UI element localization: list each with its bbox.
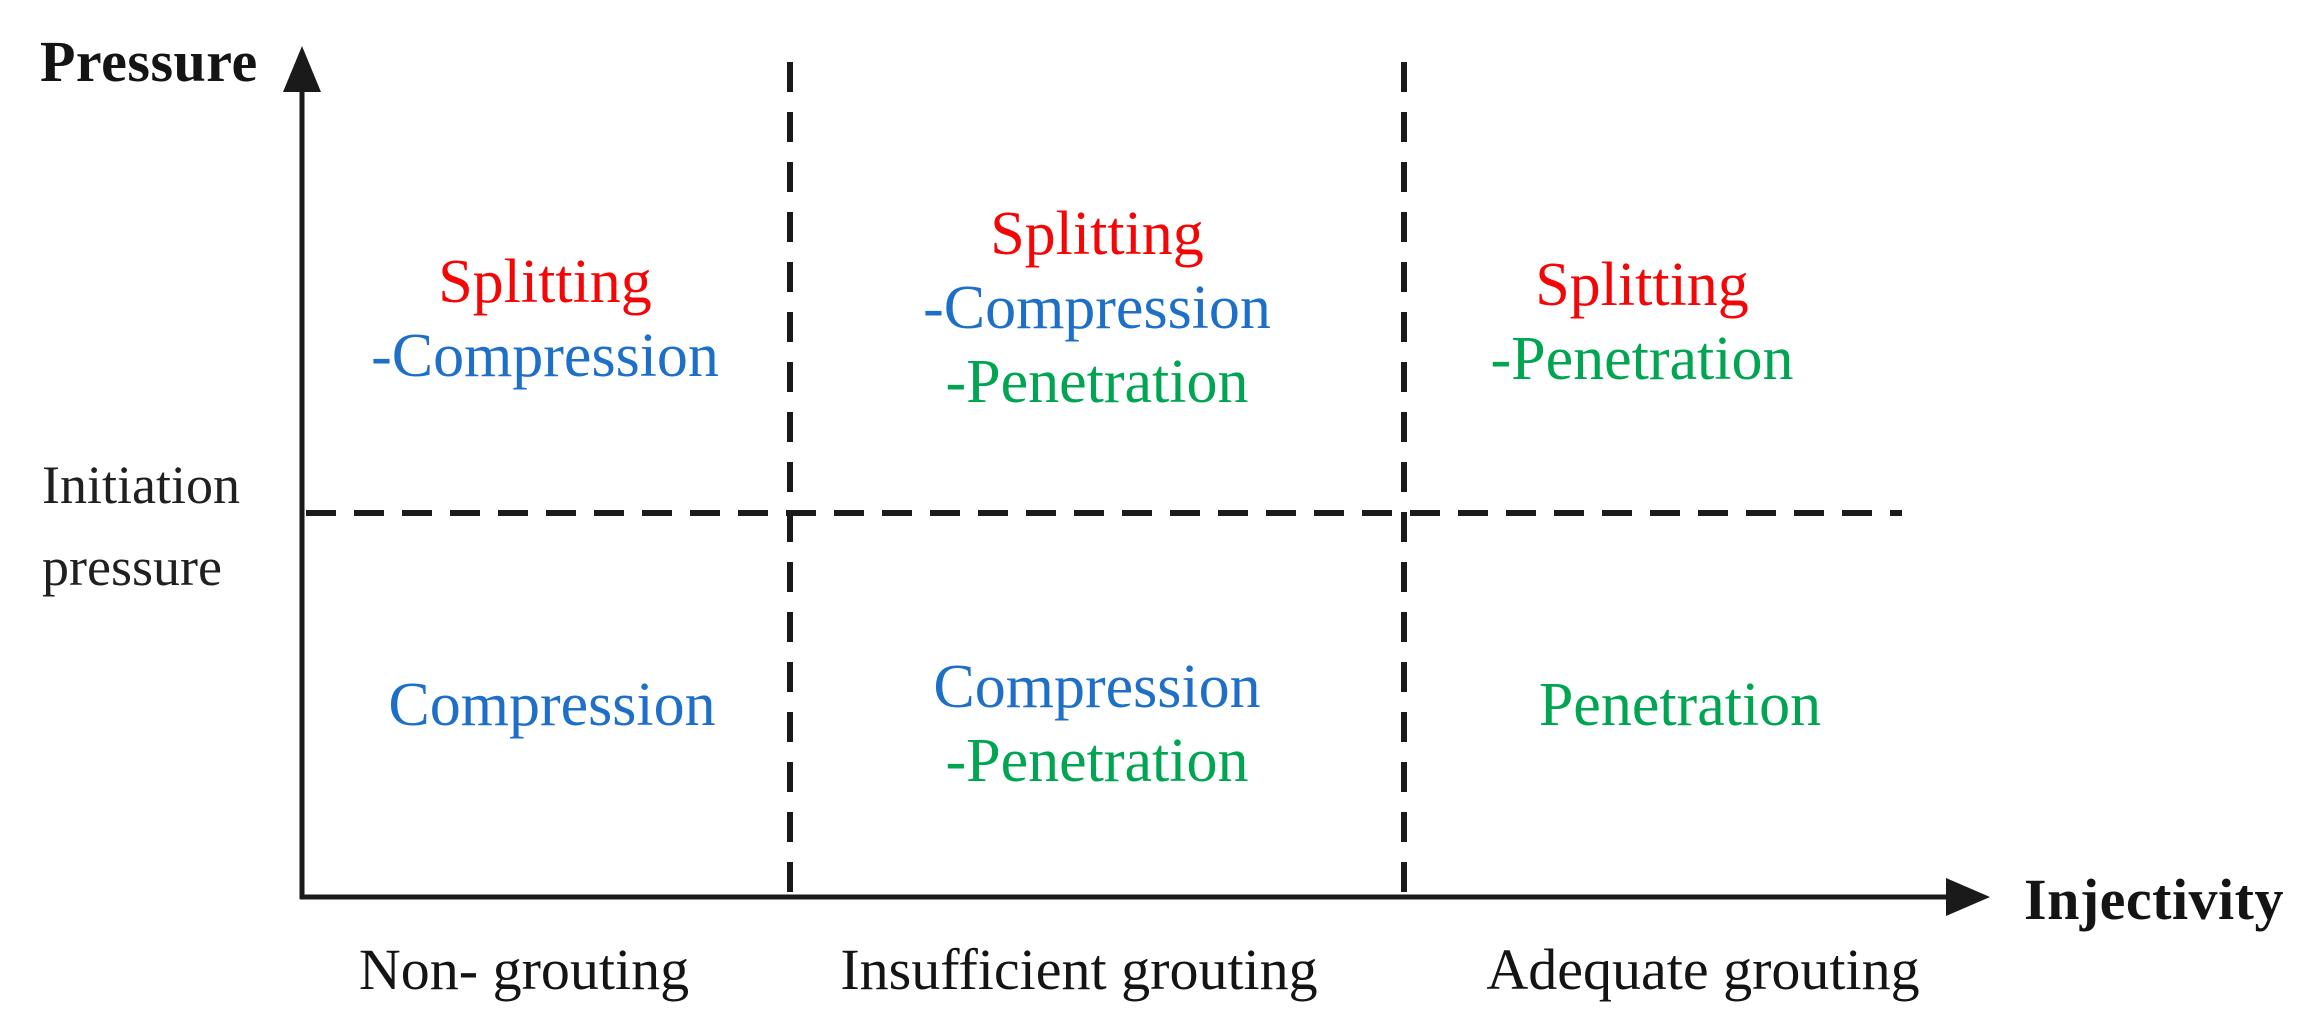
region-upper-left: Splitting -Compression xyxy=(371,245,719,393)
region-upper-right: Splitting -Penetration xyxy=(1490,248,1793,396)
x-axis-arrowhead-icon xyxy=(1946,878,1990,916)
region-lower-left: Compression xyxy=(388,668,715,742)
region-line: -Penetration xyxy=(945,348,1249,416)
category-insufficient-grouting: Insufficient grouting xyxy=(840,937,1318,1002)
region-line: Splitting xyxy=(1535,251,1749,319)
region-lower-right: Penetration xyxy=(1539,668,1821,742)
category-adequate-grouting: Adequate grouting xyxy=(1486,937,1920,1002)
region-line: -Penetration xyxy=(945,727,1249,795)
region-line: Compression xyxy=(388,671,716,739)
region-line: Splitting xyxy=(990,200,1204,268)
initiation-pressure-label: Initiation pressure xyxy=(42,444,240,608)
y-axis-label: Pressure xyxy=(40,29,258,94)
region-line: -Compression xyxy=(371,322,719,390)
region-lower-middle: Compression -Penetration xyxy=(933,650,1260,798)
region-line: -Compression xyxy=(923,274,1271,342)
category-non-grouting: Non- grouting xyxy=(358,937,690,1002)
initiation-pressure-label-line1: Initiation xyxy=(42,455,240,515)
initiation-pressure-label-line2: pressure xyxy=(42,537,222,597)
region-line: -Penetration xyxy=(1490,325,1794,393)
x-axis-label: Injectivity xyxy=(2024,867,2284,932)
region-line: Splitting xyxy=(438,248,652,316)
region-upper-middle: Splitting -Compression -Penetration xyxy=(923,197,1271,419)
region-line: Compression xyxy=(933,653,1261,721)
region-line: Penetration xyxy=(1538,671,1822,739)
y-axis-arrowhead-icon xyxy=(283,46,321,92)
